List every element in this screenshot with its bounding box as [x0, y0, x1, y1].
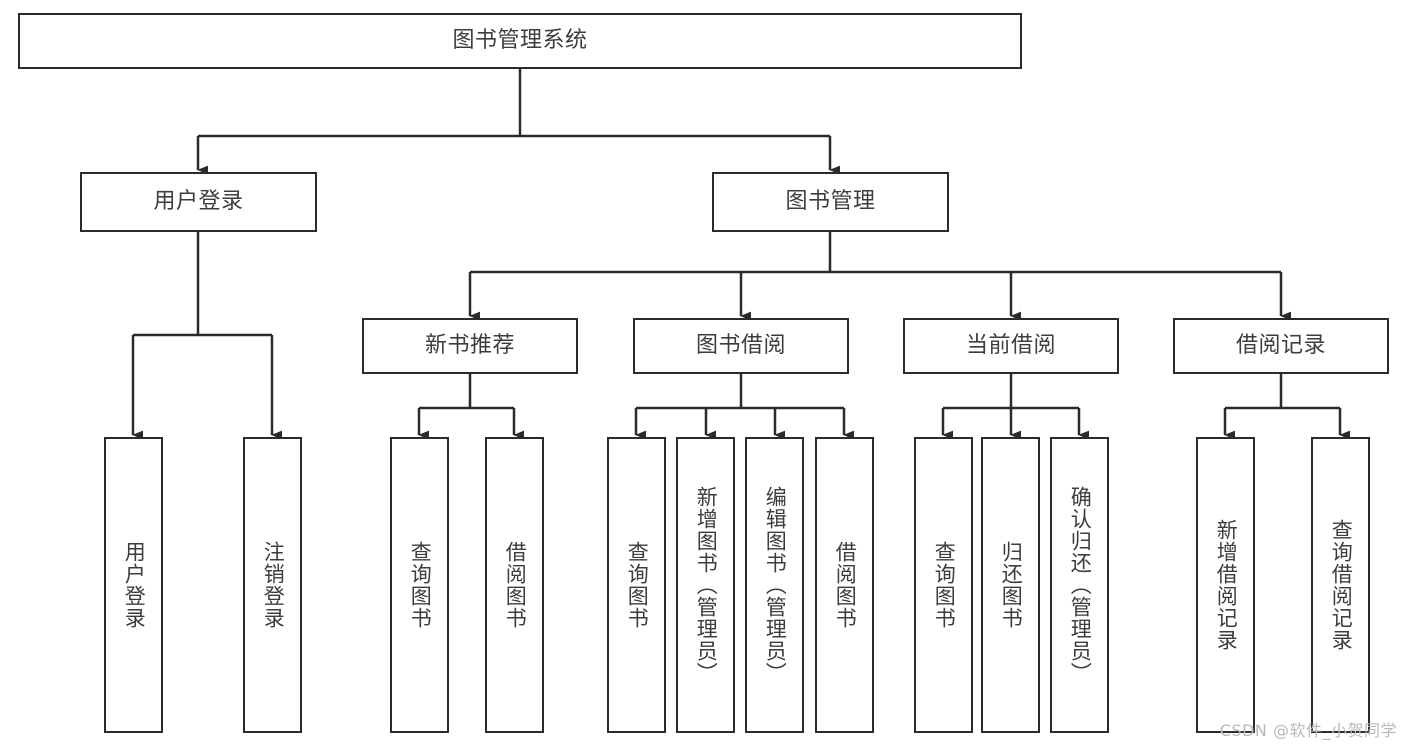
node-label-book-borrow: 图书借阅 [695, 333, 786, 359]
node-leaf-user-login[interactable]: 用户登录 [104, 437, 163, 733]
node-label-leaf-logout: 注销登录 [261, 541, 286, 629]
node-label-leaf-borrow-book: 借阅图书 [833, 541, 858, 629]
node-label-leaf-query-book-current: 查询图书 [932, 541, 957, 629]
node-label-book-manage: 图书管理 [785, 189, 876, 215]
node-leaf-query-book-rec[interactable]: 查询图书 [390, 437, 449, 733]
node-book-manage[interactable]: 图书管理 [712, 172, 949, 232]
node-label-root: 图书管理系统 [452, 28, 588, 54]
node-leaf-borrow-book-rec[interactable]: 借阅图书 [485, 437, 544, 733]
node-label-leaf-user-login: 用户登录 [122, 541, 147, 629]
node-label-leaf-confirm-return-admin: 确认归还（管理员） [1068, 486, 1093, 684]
node-label-leaf-add-borrow-record: 新增借阅记录 [1214, 519, 1239, 651]
node-leaf-edit-book-admin[interactable]: 编辑图书（管理员） [745, 437, 804, 733]
node-label-leaf-borrow-book-rec: 借阅图书 [503, 541, 528, 629]
node-leaf-query-book-current[interactable]: 查询图书 [914, 437, 973, 733]
node-label-leaf-add-book-admin: 新增图书（管理员） [694, 486, 719, 684]
csdn-watermark: CSDN @软件_小贺同学 [1219, 721, 1397, 740]
node-leaf-query-book-borrow[interactable]: 查询图书 [607, 437, 666, 733]
node-label-leaf-query-book-borrow: 查询图书 [625, 541, 650, 629]
connector-lines [131, 69, 1351, 440]
node-leaf-add-borrow-record[interactable]: 新增借阅记录 [1196, 437, 1255, 733]
node-label-current-borrow: 当前借阅 [965, 333, 1056, 359]
node-current-borrow[interactable]: 当前借阅 [903, 318, 1119, 374]
node-leaf-borrow-book[interactable]: 借阅图书 [815, 437, 874, 733]
node-leaf-query-borrow-record[interactable]: 查询借阅记录 [1311, 437, 1370, 733]
node-leaf-logout[interactable]: 注销登录 [243, 437, 302, 733]
node-root[interactable]: 图书管理系统 [18, 13, 1022, 69]
node-leaf-return-book[interactable]: 归还图书 [981, 437, 1040, 733]
node-label-new-book-rec: 新书推荐 [424, 333, 515, 359]
node-label-leaf-query-borrow-record: 查询借阅记录 [1329, 519, 1354, 651]
node-book-borrow[interactable]: 图书借阅 [633, 318, 849, 374]
node-leaf-add-book-admin[interactable]: 新增图书（管理员） [676, 437, 735, 733]
node-label-user-login: 用户登录 [153, 189, 244, 215]
node-user-login[interactable]: 用户登录 [80, 172, 317, 232]
node-new-book-rec[interactable]: 新书推荐 [362, 318, 578, 374]
node-borrow-record[interactable]: 借阅记录 [1173, 318, 1389, 374]
node-leaf-confirm-return-admin[interactable]: 确认归还（管理员） [1050, 437, 1109, 733]
node-label-leaf-return-book: 归还图书 [999, 541, 1024, 629]
node-label-borrow-record: 借阅记录 [1235, 333, 1326, 359]
node-label-leaf-edit-book-admin: 编辑图书（管理员） [763, 486, 788, 684]
node-label-leaf-query-book-rec: 查询图书 [408, 541, 433, 629]
